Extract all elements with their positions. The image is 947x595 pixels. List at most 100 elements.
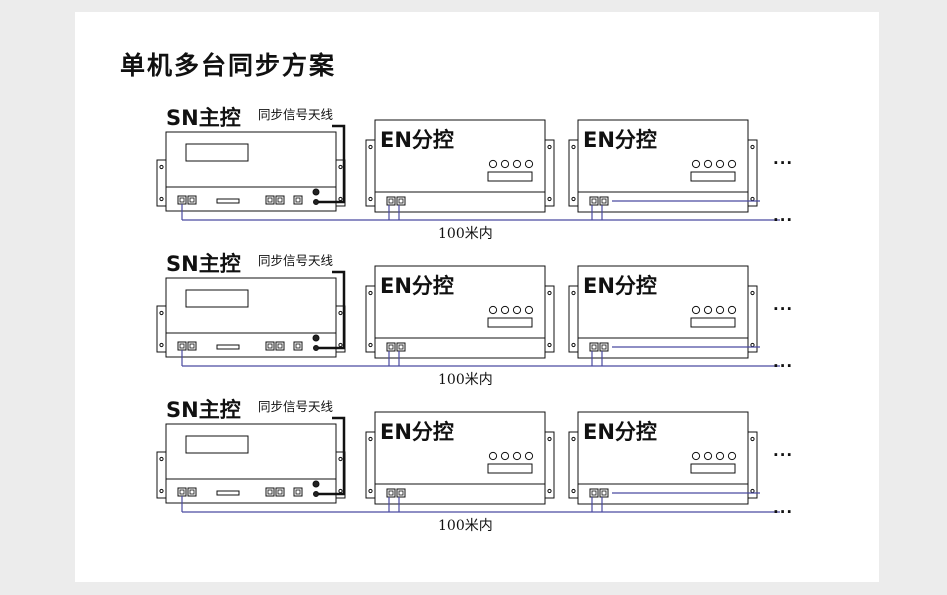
slave-left-bracket	[568, 431, 579, 499]
slave-label-2: EN分控	[583, 128, 657, 152]
slave-network-port-pin	[601, 344, 607, 350]
bracket-screw	[368, 144, 373, 150]
master-left-bracket	[156, 305, 167, 353]
master-network-port-pin	[267, 197, 273, 203]
bracket-screw	[547, 144, 552, 150]
slave-right-bracket	[747, 431, 758, 499]
bracket-screw	[338, 164, 343, 170]
master-network-port-pin	[277, 197, 283, 203]
master-network-port-pin	[189, 197, 195, 203]
bracket-screw	[368, 290, 373, 296]
master-slot	[216, 490, 240, 496]
sync-row-2-drawing	[156, 265, 780, 367]
bracket-screw	[547, 436, 552, 442]
slave-label-1: EN分控	[380, 420, 454, 444]
master-network-port-pin	[189, 343, 195, 349]
bracket-screw	[750, 196, 755, 202]
master-network-port-pin	[277, 343, 283, 349]
slave-label-2: EN分控	[583, 274, 657, 298]
master-network-port-pin	[179, 343, 185, 349]
slave-button-3	[715, 305, 725, 315]
bracket-screw	[750, 436, 755, 442]
sync-antenna-cable	[318, 270, 346, 350]
bracket-screw	[159, 196, 164, 202]
bracket-screw	[368, 342, 373, 348]
bracket-screw	[338, 196, 343, 202]
master-slot	[216, 198, 240, 204]
bracket-screw	[571, 196, 576, 202]
more-indicator-top: ...	[773, 150, 794, 168]
sync-antenna-cable	[318, 124, 346, 204]
slave-button-2	[500, 451, 510, 461]
slave-right-bracket	[747, 285, 758, 353]
slave-network-port-pin	[398, 344, 404, 350]
bracket-screw	[571, 290, 576, 296]
master-top-panel	[165, 131, 337, 188]
master-network-port-pin	[295, 489, 301, 495]
slave-right-bracket	[544, 139, 555, 207]
bracket-screw	[547, 342, 552, 348]
master-antenna-jack	[312, 334, 320, 342]
more-indicator-bottom: ...	[773, 353, 794, 371]
slave-label-2: EN分控	[583, 420, 657, 444]
master-network-port-pin	[267, 489, 273, 495]
slave-button-4	[727, 159, 737, 169]
master-network-port-pin	[277, 489, 283, 495]
slave-button-1	[691, 451, 701, 461]
bracket-screw	[750, 342, 755, 348]
bracket-screw	[159, 488, 164, 494]
master-label: SN主控	[166, 106, 241, 130]
page-title: 单机多台同步方案	[120, 51, 337, 80]
bracket-screw	[547, 488, 552, 494]
slave-left-bracket	[568, 285, 579, 353]
master-slot	[216, 344, 240, 350]
slave-network-port-pin	[601, 198, 607, 204]
slave-right-bracket	[544, 431, 555, 499]
bracket-screw	[338, 342, 343, 348]
master-left-bracket	[156, 451, 167, 499]
more-indicator-bottom: ...	[773, 207, 794, 225]
slave-network-port-pin	[398, 198, 404, 204]
bracket-screw	[338, 456, 343, 462]
master-left-bracket	[156, 159, 167, 207]
master-antenna-jack	[313, 199, 319, 205]
bracket-screw	[159, 310, 164, 316]
more-indicator-top: ...	[773, 296, 794, 314]
bracket-screw	[338, 488, 343, 494]
slave-button-3	[715, 451, 725, 461]
master-antenna-jack	[312, 188, 320, 196]
antenna-label: 同步信号天线	[258, 107, 334, 122]
sync-row-2: SN主控 同步信号天线 EN分控 EN分控 100米内 ... ...	[0, 250, 947, 390]
slave-left-bracket	[365, 139, 376, 207]
bracket-screw	[368, 436, 373, 442]
slave-button-3	[512, 159, 522, 169]
bracket-screw	[571, 144, 576, 150]
bracket-screw	[338, 310, 343, 316]
more-indicator-bottom: ...	[773, 499, 794, 517]
slave-display-window	[690, 171, 736, 182]
more-indicator-top: ...	[773, 442, 794, 460]
slave-network-port-pin	[398, 490, 404, 496]
master-network-port-pin	[179, 489, 185, 495]
sync-row-3-drawing	[156, 411, 780, 513]
slave-left-bracket	[365, 285, 376, 353]
slave-label-1: EN分控	[380, 274, 454, 298]
distance-label: 100米内	[438, 226, 493, 242]
antenna-label: 同步信号天线	[258, 253, 334, 268]
master-network-port-pin	[295, 343, 301, 349]
slave-button-2	[500, 305, 510, 315]
sync-antenna-cable	[318, 416, 346, 496]
slave-display-window	[487, 463, 533, 474]
bracket-screw	[571, 342, 576, 348]
master-display-window	[185, 289, 249, 308]
slave-network-port-pin	[388, 490, 394, 496]
diagram-card	[75, 12, 879, 582]
sync-row-3: SN主控 同步信号天线 EN分控 EN分控 100米内 ... ...	[0, 396, 947, 536]
bracket-screw	[159, 164, 164, 170]
antenna-label: 同步信号天线	[258, 399, 334, 414]
master-label: SN主控	[166, 252, 241, 276]
bracket-screw	[571, 488, 576, 494]
master-antenna-jack	[312, 480, 320, 488]
master-display-window	[185, 435, 249, 454]
bracket-screw	[750, 290, 755, 296]
